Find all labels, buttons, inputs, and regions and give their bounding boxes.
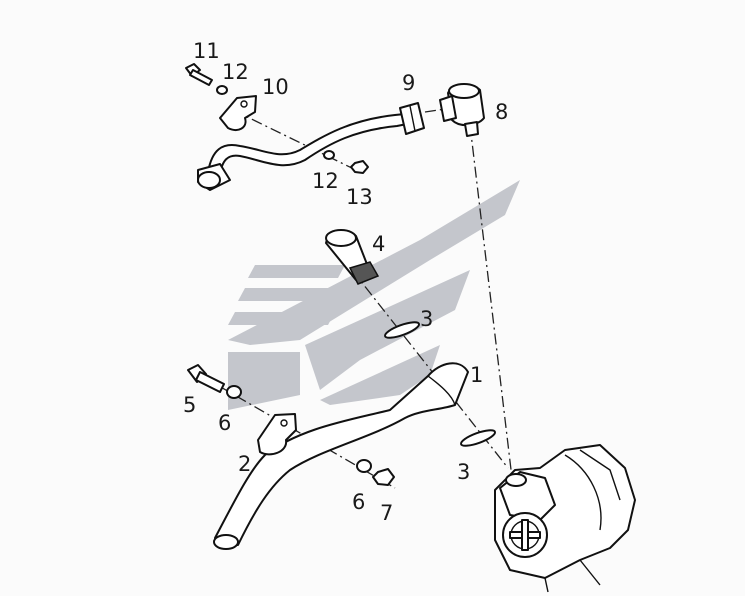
o-ring-lower xyxy=(459,429,497,447)
lower-washer-left xyxy=(226,385,242,399)
upper-pressure-pipe xyxy=(197,102,425,191)
callout-10: 10 xyxy=(262,75,289,99)
callout-12-upper: 12 xyxy=(222,60,249,84)
callout-12-lower: 12 xyxy=(312,169,339,193)
callout-labels: 11 12 10 9 8 12 13 4 3 1 5 6 2 3 6 7 xyxy=(183,39,508,525)
callout-3-lower: 3 xyxy=(457,460,470,484)
callout-5: 5 xyxy=(183,393,196,417)
callout-1: 1 xyxy=(470,363,483,387)
watermark-logo xyxy=(228,180,520,410)
lower-washer-right xyxy=(356,459,372,473)
callout-6-left: 6 xyxy=(218,411,231,435)
callout-6-right: 6 xyxy=(352,490,365,514)
callout-2: 2 xyxy=(238,452,251,476)
callout-7: 7 xyxy=(380,501,393,525)
lower-clamp xyxy=(257,413,297,456)
banjo-fitting xyxy=(439,83,485,137)
o-ring-upper xyxy=(383,321,421,339)
upper-nut xyxy=(350,160,369,174)
callout-9: 9 xyxy=(402,71,415,95)
upper-lower-washer xyxy=(323,150,335,160)
upper-washer xyxy=(216,85,228,95)
upper-clamp xyxy=(219,95,257,131)
lower-bolt xyxy=(187,364,225,393)
callout-4: 4 xyxy=(372,232,385,256)
hollow-bolt xyxy=(325,229,380,285)
lower-nut xyxy=(372,468,395,486)
callout-11: 11 xyxy=(193,39,220,63)
callout-8: 8 xyxy=(495,100,508,124)
callout-13: 13 xyxy=(346,185,373,209)
upper-bolt xyxy=(185,63,213,86)
callout-3-upper: 3 xyxy=(420,307,433,331)
steering-pump xyxy=(494,444,636,593)
